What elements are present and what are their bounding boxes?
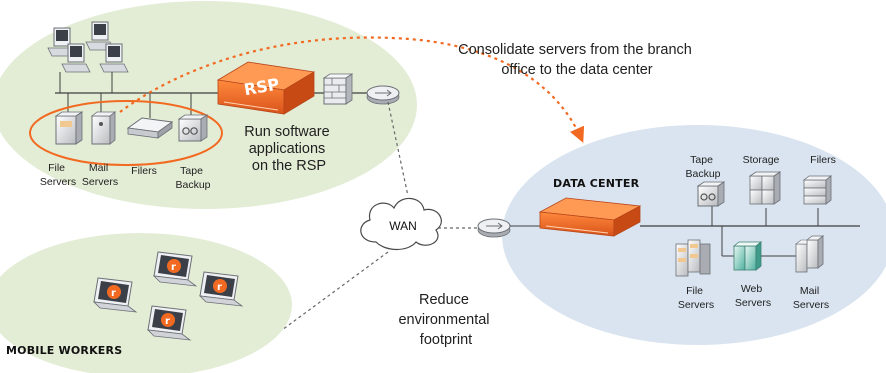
branch-to-wan-link (387, 101, 409, 197)
mobile-workers-title: MOBILE WORKERS (6, 344, 122, 357)
dc-file-servers-label: File Servers (678, 285, 714, 311)
branch-filer-icon (126, 117, 174, 139)
dc-tape-backup-icon (696, 181, 726, 207)
branch-file-server-icon (54, 111, 84, 145)
branch-router-icon (366, 85, 400, 105)
rsp-caption: Run software applications on the RSP (244, 124, 333, 174)
mobile-laptops: r r r r (92, 251, 244, 341)
branch-workstations (47, 21, 129, 73)
dc-mail-servers-label: Mail Servers (793, 285, 829, 311)
dc-filers-label: Filers (810, 154, 836, 166)
branch-office-region (0, 1, 417, 209)
svg-text:r: r (111, 288, 116, 299)
rsp-appliance-icon (216, 61, 316, 115)
branch-tape-backup-icon (177, 114, 209, 142)
dc-storage-label: Storage (743, 154, 780, 166)
branch-mail-server-icon (90, 111, 117, 145)
dc-tape-backup-label: Tape Backup (685, 154, 720, 180)
reduce-caption: Reduce environmental footprint (398, 292, 493, 348)
svg-text:r: r (217, 282, 222, 293)
dc-filers-icon (802, 175, 833, 205)
branch-mail-servers-label: Mail Servers (82, 162, 118, 188)
local-servers-outline (29, 100, 223, 166)
dc-file-servers-icon (675, 239, 711, 277)
dc-web-servers-label: Web Servers (735, 283, 771, 309)
wan-cloud-icon (360, 197, 442, 251)
datacenter-router-icon (477, 218, 511, 238)
dc-storage-icon (748, 171, 782, 205)
mobile-workers-region (0, 233, 292, 373)
consolidate-caption: Consolidate servers from the branch offi… (458, 42, 696, 78)
svg-text:r: r (171, 262, 176, 273)
wan-to-mobile-link (281, 251, 389, 331)
wan-label: WAN (389, 219, 417, 233)
firewall-icon (322, 73, 354, 105)
dc-web-servers-icon (732, 241, 763, 271)
svg-text:r: r (165, 316, 170, 327)
dc-mail-servers-icon (795, 235, 825, 273)
branch-filers-label: Filers (131, 165, 157, 177)
branch-tape-backup-label: Tape Backup (175, 165, 210, 191)
datacenter-appliance-icon (538, 197, 642, 237)
data-center-region (502, 125, 886, 345)
consolidation-arrow (119, 36, 585, 143)
branch-file-servers-label: File Servers (40, 162, 76, 188)
data-center-title: DATA CENTER (553, 177, 640, 190)
